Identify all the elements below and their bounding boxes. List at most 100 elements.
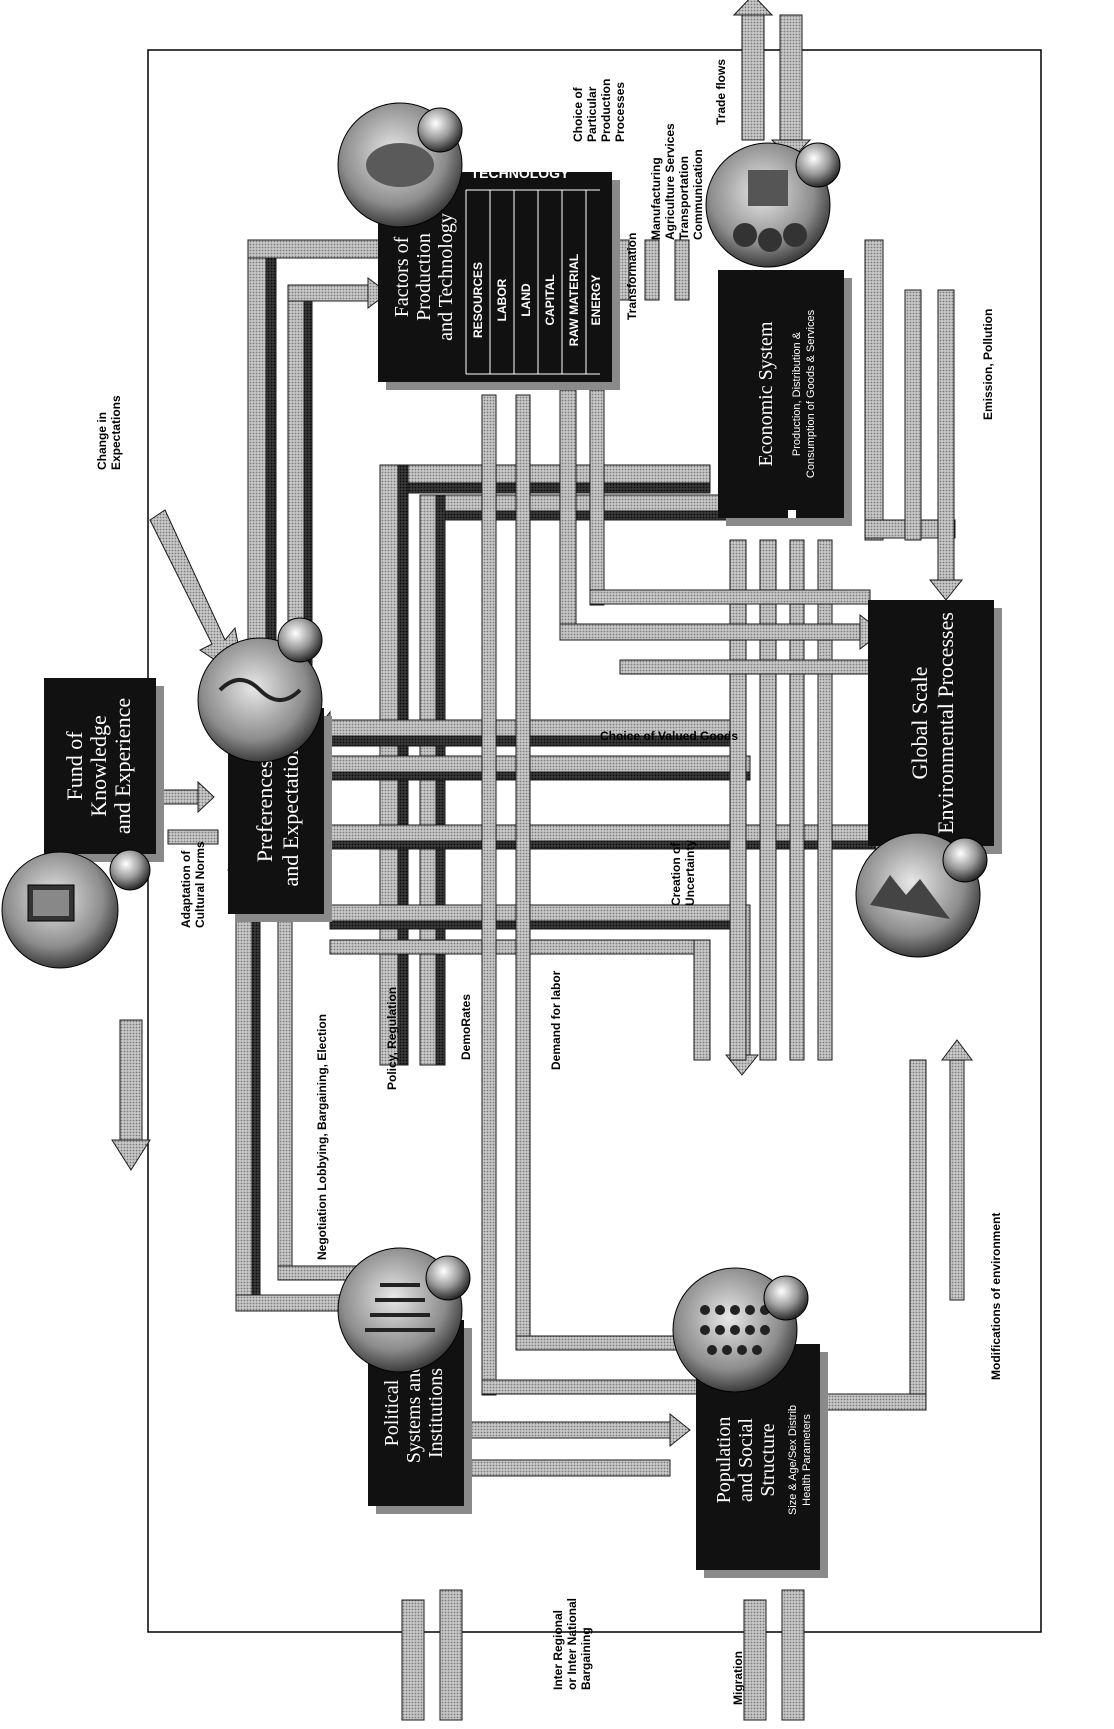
flow-band bbox=[252, 870, 260, 1310]
raw-material-row: RAW MATERIAL bbox=[567, 254, 581, 346]
flow-band bbox=[330, 756, 750, 772]
transformation-label: Transformation bbox=[625, 233, 639, 320]
flow-band bbox=[590, 590, 870, 604]
flow-band bbox=[910, 1060, 926, 1410]
arrow-head bbox=[942, 1040, 972, 1060]
factors-title-1: Factors of bbox=[391, 236, 413, 317]
labor-row: LABOR bbox=[495, 278, 509, 321]
flow-band bbox=[330, 905, 750, 921]
bargaining-label-1: Inter Regional bbox=[551, 1610, 565, 1690]
flow-band bbox=[278, 1266, 358, 1280]
external-arrow bbox=[440, 1590, 462, 1720]
flow-band bbox=[236, 870, 252, 1310]
fund-title-3: and Experience bbox=[110, 698, 135, 834]
bargaining-label-2: or Inter National bbox=[565, 1598, 579, 1690]
flow-band bbox=[950, 1060, 964, 1300]
economic-bullet-1: Production, Distribution & bbox=[791, 331, 803, 456]
bargaining-label-3: Bargaining bbox=[579, 1627, 593, 1690]
flow-band bbox=[288, 285, 368, 301]
flow-band bbox=[760, 540, 776, 1060]
modifications-label: Modifications of environment bbox=[989, 1213, 1003, 1380]
political-title-1: Political bbox=[381, 1379, 403, 1446]
negotiation-label: Negotiation Lobbying, Bargaining, Electi… bbox=[315, 1014, 329, 1260]
change-expectations-label-2: Expectations bbox=[109, 395, 123, 470]
external-arrow bbox=[782, 1590, 804, 1720]
landscape-globe-icon bbox=[856, 833, 987, 957]
global-box: Global Scale Environmental Processes bbox=[868, 600, 1002, 854]
arrow-head bbox=[930, 580, 962, 600]
global-title-1: Global Scale bbox=[907, 666, 932, 779]
flow-band bbox=[938, 290, 954, 580]
sector-agriculture: Agriculture Services bbox=[663, 123, 677, 240]
choice-processes-label-1: Choice of bbox=[571, 86, 585, 142]
uncertainty-label-1: Creation of bbox=[669, 842, 683, 906]
capital-row: CAPITAL bbox=[543, 274, 557, 325]
flow-band bbox=[560, 390, 576, 640]
flow-band bbox=[590, 390, 604, 605]
flow-band bbox=[620, 660, 870, 674]
demorates-label: DemoRates bbox=[459, 994, 473, 1060]
choice-processes-label-4: Processes bbox=[613, 82, 627, 142]
change-expectations-label-1: Change in bbox=[95, 412, 109, 470]
flow-band bbox=[865, 240, 883, 540]
arrow-head bbox=[112, 1140, 150, 1170]
flow-band bbox=[645, 240, 659, 300]
energy-row: ENERGY bbox=[589, 275, 603, 326]
economic-title: Economic System bbox=[755, 321, 777, 466]
flow-band bbox=[730, 540, 746, 1060]
external-arrow bbox=[120, 1020, 142, 1140]
flow-band bbox=[482, 395, 496, 1395]
planet-globe-icon bbox=[338, 103, 462, 227]
technology-header: TECHNOLOGY bbox=[471, 165, 570, 181]
arrow-head bbox=[734, 0, 772, 15]
economic-box: Economic System Production, Distribution… bbox=[718, 270, 852, 526]
arrow-head bbox=[670, 1414, 690, 1446]
emission-label: Emission, Pollution bbox=[981, 309, 995, 420]
land-row: LAND bbox=[519, 283, 533, 317]
flow-band bbox=[248, 240, 388, 258]
external-arrow bbox=[742, 15, 764, 140]
computer-globe-icon bbox=[2, 850, 150, 968]
flow-band bbox=[482, 1380, 702, 1394]
flow-band bbox=[516, 395, 530, 1350]
population-title-1: Population bbox=[713, 1417, 735, 1504]
migration-label: Migration bbox=[731, 1651, 745, 1705]
flow-band bbox=[330, 772, 750, 780]
flow-band bbox=[694, 940, 710, 1060]
adaptation-label-2: Cultural Norms bbox=[193, 841, 207, 928]
external-arrow bbox=[402, 1600, 424, 1720]
fund-title-2: Knowledge bbox=[86, 715, 111, 816]
flow-band bbox=[330, 921, 750, 929]
flow-band bbox=[818, 540, 832, 1060]
bullet-square bbox=[788, 510, 796, 518]
political-title-2: Systems and bbox=[403, 1363, 425, 1464]
population-title-3: Structure bbox=[757, 1423, 779, 1496]
flow-band bbox=[560, 624, 860, 640]
factory-globe-icon bbox=[706, 143, 840, 267]
flow-band bbox=[675, 240, 689, 300]
flow-band bbox=[278, 880, 292, 1280]
fund-knowledge-box: Fund of Knowledge and Experience bbox=[44, 678, 164, 862]
flow-band bbox=[516, 1336, 676, 1350]
flow-band bbox=[450, 1460, 670, 1476]
global-title-2: Environmental Processes bbox=[933, 612, 958, 834]
flow-band bbox=[450, 1422, 670, 1438]
adaptation-label-1: Adaptation of bbox=[179, 850, 193, 928]
fund-title-1: Fund of bbox=[62, 731, 87, 801]
sector-communication: Communication bbox=[691, 149, 705, 240]
choice-processes-label-3: Production bbox=[599, 79, 613, 142]
flow-band bbox=[905, 290, 921, 540]
flow-band bbox=[248, 240, 266, 690]
flow-band bbox=[266, 240, 276, 690]
external-arrow bbox=[744, 1600, 766, 1720]
population-bullet-1: Size & Age/Sex Distrib bbox=[787, 1405, 799, 1515]
political-title-3: Institutions bbox=[425, 1368, 447, 1458]
flow-band bbox=[380, 483, 710, 493]
trade-flows-label: Trade flows bbox=[714, 59, 728, 125]
economic-bullet-2: Consumption of Goods & Services bbox=[805, 309, 817, 478]
flow-band bbox=[380, 465, 710, 483]
factors-title-3: and Technology bbox=[435, 213, 457, 341]
arrow-head bbox=[198, 782, 214, 812]
external-arrow bbox=[780, 15, 802, 140]
